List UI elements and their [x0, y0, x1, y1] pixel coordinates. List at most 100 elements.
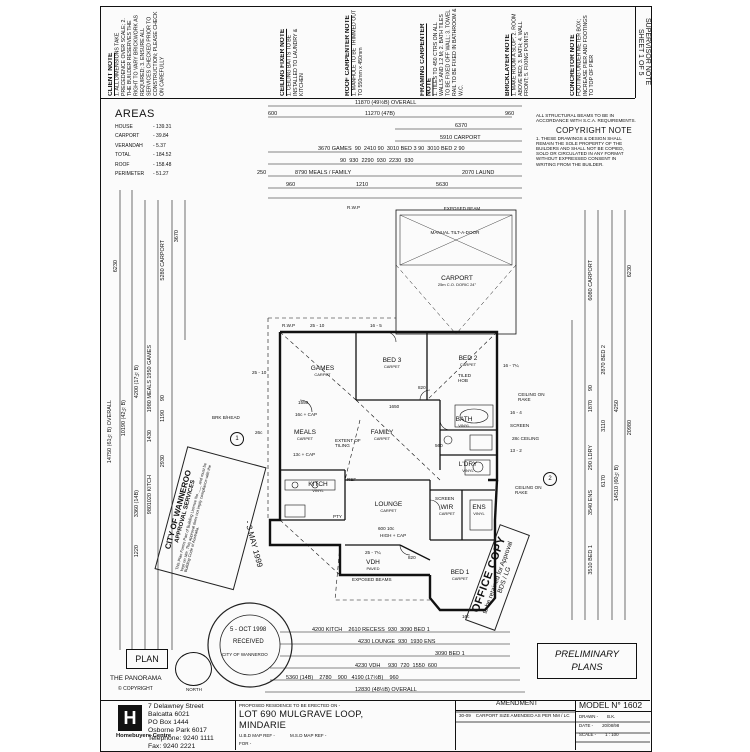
hb-cap-label: 16c + CAP	[295, 412, 318, 417]
dim-left-3670: 3670	[174, 230, 180, 243]
dim-label: 1650	[389, 404, 400, 409]
dim-left-2930: 2930	[160, 455, 166, 468]
dim-960b: 960	[286, 182, 296, 188]
dim-label: 13 - 2	[510, 448, 522, 453]
grid-marker-1: 1	[230, 432, 244, 446]
tilt-door-label: MANUAL TILT-A-DOOR	[430, 230, 480, 235]
dim-left-carport: 5280 CARPORT	[160, 240, 166, 281]
drawing-sheet	[100, 6, 652, 752]
rwp-label: R.W.P	[282, 323, 296, 328]
dim-left-1220: 1220	[134, 545, 140, 558]
dim-left-90: 90	[160, 395, 166, 402]
project-info: PROPOSED RESIDENCE TO BE ERECTED ON - LO…	[235, 700, 456, 750]
title-block	[100, 700, 650, 751]
ref-label: REF	[347, 477, 357, 482]
company-address: 7 Delawney Street Balcatta 6021 PO Box 1…	[148, 703, 214, 751]
scale-row: SCALE -1 : 100	[579, 732, 619, 737]
pantry-label: PTY	[333, 514, 342, 519]
exposed-beam-label: EXPOSED BEAM	[443, 206, 481, 211]
lot-address: LOT 690 MULGRAVE LOOP,	[239, 709, 364, 719]
copyright-note: ALL STRUCTURAL BEAMS TO BE IN ACCORDANCE…	[536, 113, 636, 167]
model-block: MODEL N° 1602 DRAWN -B.K. DATE -20/08/98…	[575, 700, 651, 750]
grid-marker-2: 2	[543, 472, 557, 486]
dim-left-meals: 1980 MEALS	[147, 380, 153, 413]
map-refs: U.B.D MAP REF - M.S.D MAP REF -	[239, 733, 327, 738]
dim-right-carport: 6080 CARPORT	[588, 260, 594, 301]
received-city: CITY OF WANNEROO	[222, 652, 268, 657]
dim-5910: 5910 CARPORT	[440, 135, 481, 141]
screen-label: SCREEN	[510, 423, 530, 428]
area-row: TOTAL- 184.52	[115, 152, 172, 158]
dim-label: 600 10c	[378, 526, 395, 531]
dim-right-ldry: 290 LDRY	[588, 445, 594, 471]
dim-right-6230: 6230	[627, 265, 633, 278]
dim-bottom-row2: 4230 LOUNGE 930 1930 ENS	[358, 639, 436, 645]
ceiling-28c-label: 28c CEILING	[512, 436, 540, 441]
dim-left-980: 980	[147, 505, 153, 515]
dim-label: 16 - 4	[510, 410, 522, 415]
dim-label: 16 - 5	[370, 323, 382, 328]
dim-label: 1550	[298, 400, 309, 405]
dim-right-ens: 3540 ENS	[588, 490, 594, 516]
preliminary-line2: PLANS	[571, 662, 603, 673]
dim-overall-top: 11870 (49½B) OVERALL	[355, 100, 417, 106]
drawn-row: DRAWN -B.K.	[579, 714, 616, 719]
dim-label: 26c	[255, 430, 263, 435]
areas-title: AREAS	[115, 108, 155, 120]
proposed-label: PROPOSED RESIDENCE TO BE ERECTED ON -	[239, 703, 341, 708]
dim-left-4200: 4200 (17½B)	[134, 365, 140, 399]
amendment-title: AMENDMENT	[456, 700, 576, 711]
north-label: NORTH	[186, 687, 202, 692]
area-row: CARPORT- 39.84	[115, 133, 169, 139]
copyright-mark: © COPYRIGHT	[118, 686, 153, 692]
dim-overall-right: 20980	[627, 420, 633, 436]
dim-left-3360: 3360 (14B)	[134, 490, 140, 518]
tiled-hob-label: TILED HOB	[458, 373, 472, 383]
dim-bottom-row4: 4230 VDH 930 720 1550 600	[355, 663, 438, 669]
dim-left-10190: 10190 (42½B)	[121, 400, 127, 437]
dim-label: 16 - 7¼	[503, 363, 519, 368]
company-name: Homebuyers Centre	[116, 733, 172, 739]
area-row: ROOF- 158.48	[115, 161, 172, 168]
area-row: VERANDAH- 5.37	[115, 142, 166, 149]
dim-label: 25 - 7¼	[365, 550, 381, 555]
dim-row2: 90 930 2290 930 2230 930	[340, 158, 414, 164]
copyright-note-title: COPYRIGHT NOTE	[556, 126, 633, 136]
dim-label: 560	[435, 443, 443, 448]
dim-meals-family: 8790 MEALS / FAMILY	[295, 170, 352, 176]
dim-11270: 11270 (47B)	[365, 111, 395, 117]
screen-label: SCREEN	[435, 496, 455, 501]
structural-note: ALL STRUCTURAL BEAMS TO BE IN ACCORDANCE…	[536, 113, 636, 124]
dim-5630: 5630	[436, 182, 449, 188]
suburb: MINDARIE	[239, 720, 287, 730]
area-row: HOUSE- 139.31	[115, 123, 172, 130]
dim-1210: 1210	[356, 182, 369, 188]
plan-label-box: PLAN	[126, 649, 168, 669]
dim-left-1430: 1430	[147, 430, 153, 443]
preliminary-line1: PRELIMINARY	[554, 649, 620, 660]
dim-right-1870: 1870	[588, 400, 594, 413]
rwp-label: R.W.P	[347, 205, 361, 210]
received-date: 5 - OCT 1998	[230, 627, 267, 633]
dim-right-3110: 3110	[601, 420, 607, 432]
homebuyers-logo: H	[118, 705, 142, 731]
dim-right-14510: 14510 (60½B)	[614, 465, 620, 502]
dim-250: 250	[257, 170, 267, 176]
received-stamp-circle	[207, 602, 293, 688]
for-label: FOR -	[239, 741, 252, 746]
received-word: RECEIVED	[233, 639, 264, 645]
high-cap-label: HIGH + CAP	[380, 533, 407, 538]
dim-bottom-row3: 3090 BED 1	[435, 651, 465, 657]
design-name: THE PANORAMA	[110, 675, 162, 682]
hb-cap-label: 13c + CAP	[293, 452, 316, 457]
